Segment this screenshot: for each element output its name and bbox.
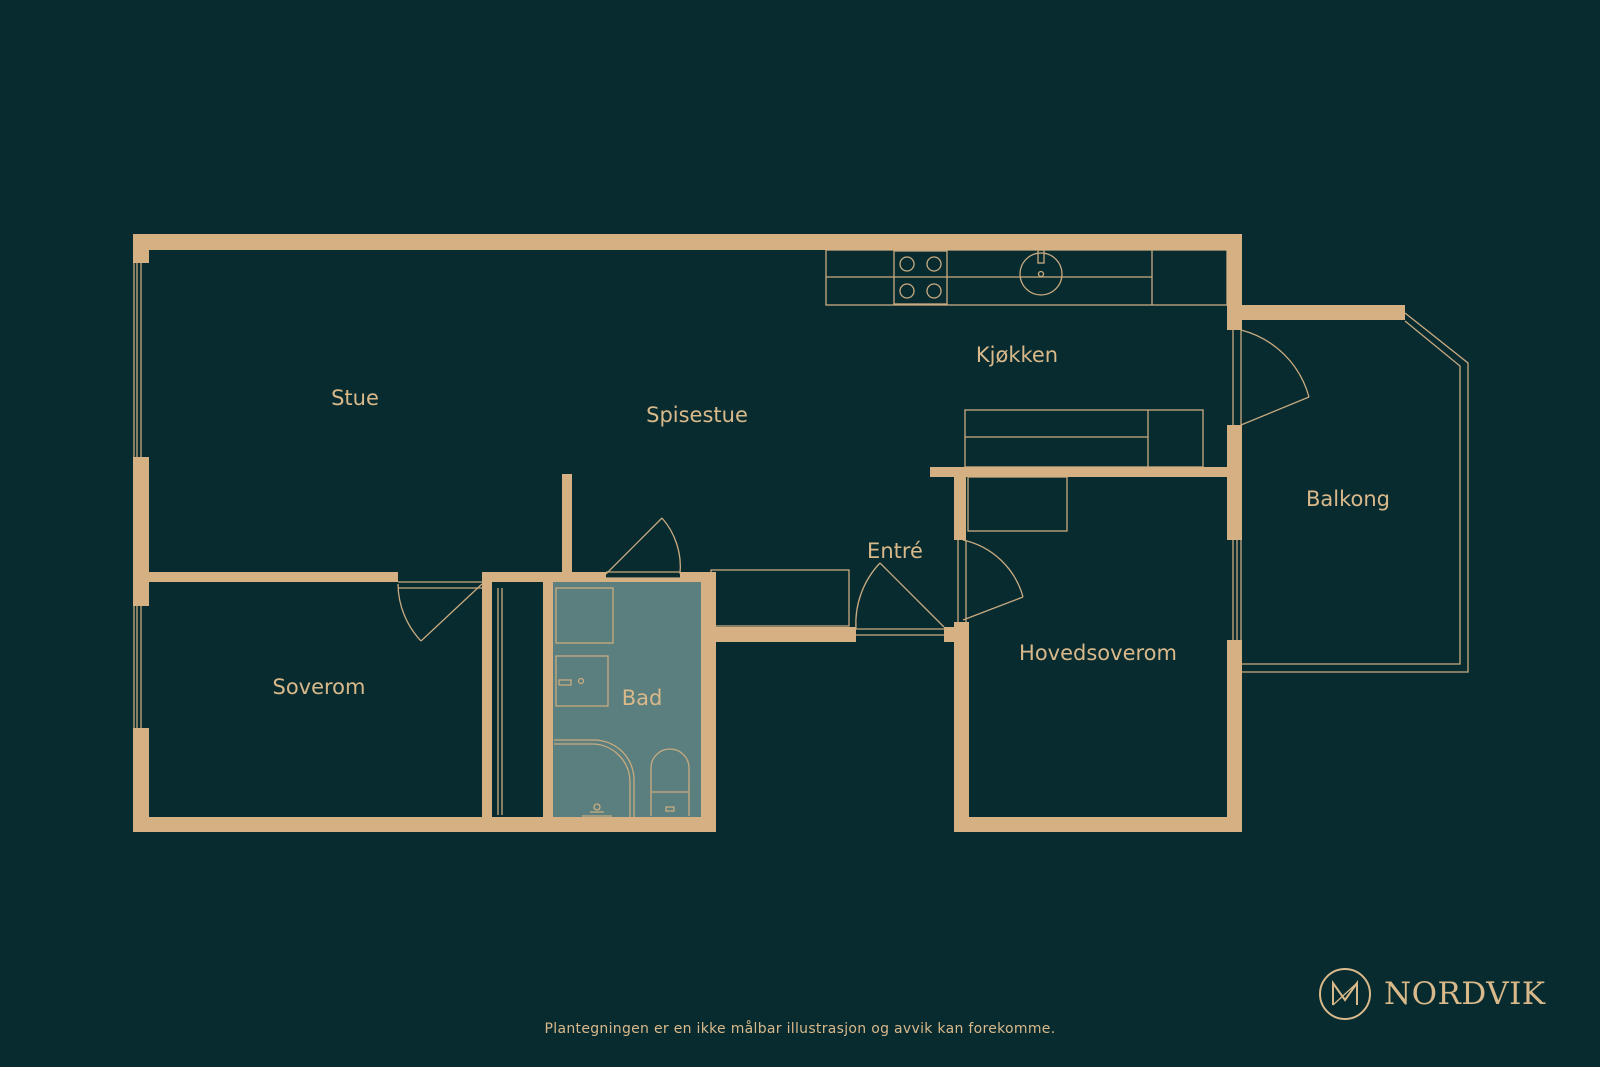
window-stue — [133, 263, 142, 457]
cooktop-icon — [893, 250, 948, 305]
disclaimer-text: Plantegningen er en ikke målbar illustra… — [544, 1021, 1056, 1037]
room-label-soverom: Soverom — [272, 675, 365, 699]
sink-icon — [1019, 249, 1063, 296]
nordvik-logo-icon — [1319, 968, 1371, 1020]
door-entre — [855, 562, 945, 636]
walls — [133, 234, 1405, 832]
washbasin-icon — [555, 655, 609, 707]
door-bad — [605, 517, 682, 579]
room-label-stue: Stue — [331, 386, 379, 410]
wardrobe — [967, 476, 1068, 532]
brand-name: NORDVIK — [1384, 976, 1546, 1012]
closet-door — [490, 588, 503, 815]
balcony-outline — [1242, 312, 1469, 673]
door-soverom — [397, 581, 483, 642]
bathroom-fixtures — [554, 587, 690, 817]
fixtures — [133, 249, 1469, 817]
door-balkong — [1240, 329, 1310, 426]
room-label-spisestue: Spisestue — [646, 403, 748, 427]
window-soverom — [133, 606, 142, 728]
shower-icon — [554, 739, 635, 817]
toilet-icon — [650, 748, 690, 816]
room-label-bad: Bad — [622, 686, 663, 710]
door-hovedsoverom — [962, 539, 1024, 621]
washer-icon — [555, 587, 614, 644]
bathroom-floor — [553, 582, 701, 818]
balcony-door-frame — [1232, 330, 1242, 425]
entry-cabinet — [710, 569, 850, 627]
room-label-kjokken: Kjøkken — [976, 343, 1058, 367]
brand-logo: NORDVIK — [1318, 967, 1545, 1021]
room-label-hovedsoverom: Hovedsoverom — [1019, 641, 1177, 665]
room-label-balkong: Balkong — [1306, 487, 1390, 511]
room-label-entre: Entré — [867, 539, 923, 563]
kitchen-island — [964, 409, 1204, 468]
window-hovedsoverom — [1232, 540, 1242, 640]
bedroom-door-frame — [957, 540, 967, 622]
